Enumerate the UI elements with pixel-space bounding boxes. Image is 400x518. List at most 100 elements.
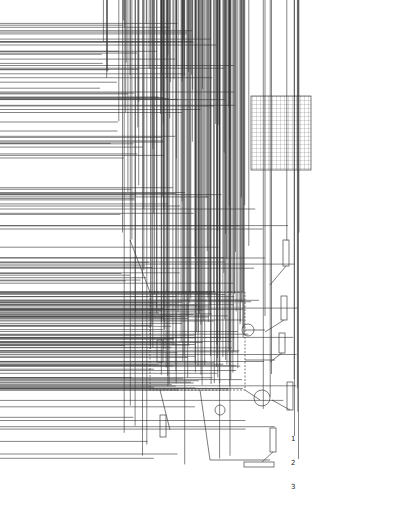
fine-mark xyxy=(0,343,176,344)
fine-mark xyxy=(0,390,229,391)
parts-table xyxy=(251,96,311,170)
fine-mark xyxy=(0,320,242,321)
fine-mark xyxy=(146,0,147,445)
fine-mark xyxy=(0,377,213,378)
fine-mark xyxy=(0,351,238,352)
fine-mark xyxy=(241,0,242,302)
fine-mark xyxy=(173,0,174,79)
fine-mark xyxy=(0,345,190,346)
fine-mark xyxy=(0,382,191,383)
fine-mark xyxy=(192,0,193,142)
fine-mark xyxy=(156,0,157,314)
fine-mark xyxy=(0,93,128,94)
coil-symbol xyxy=(215,405,225,415)
fine-mark xyxy=(0,192,185,193)
fine-mark xyxy=(0,98,169,99)
fine-mark xyxy=(208,0,209,322)
fine-mark xyxy=(0,304,234,305)
fine-mark xyxy=(0,310,204,311)
fine-mark xyxy=(228,0,229,351)
fine-mark xyxy=(0,377,132,378)
fine-mark xyxy=(199,0,200,314)
fine-mark xyxy=(0,262,149,263)
fine-mark xyxy=(0,189,131,190)
fine-mark xyxy=(230,0,231,379)
fine-mark xyxy=(163,0,164,349)
fine-mark xyxy=(0,352,178,353)
fine-mark xyxy=(107,0,108,69)
fine-mark xyxy=(0,310,161,311)
fine-mark xyxy=(0,203,168,204)
speaker-symbol xyxy=(254,390,270,406)
fine-mark xyxy=(0,338,174,339)
fine-mark xyxy=(240,0,241,324)
fine-mark xyxy=(0,265,145,266)
fine-mark xyxy=(0,283,234,284)
fine-mark xyxy=(0,213,194,214)
fine-mark xyxy=(0,258,265,259)
fine-mark xyxy=(122,0,123,233)
fine-mark xyxy=(0,277,146,278)
callout-number: 1 xyxy=(290,436,296,443)
fine-mark xyxy=(215,0,216,124)
fine-mark xyxy=(137,0,138,127)
fine-mark xyxy=(0,309,176,310)
fine-mark xyxy=(0,42,194,43)
fine-mark xyxy=(0,379,242,380)
fine-mark xyxy=(0,293,217,294)
fine-mark xyxy=(162,0,163,197)
fine-mark xyxy=(0,59,175,60)
fine-mark xyxy=(0,272,180,273)
fine-mark xyxy=(161,0,162,322)
fine-mark xyxy=(198,0,199,366)
fine-mark xyxy=(0,73,185,74)
callout-box xyxy=(287,382,293,410)
fine-mark xyxy=(204,0,205,366)
fine-mark xyxy=(226,0,227,259)
fine-mark xyxy=(183,0,184,294)
fine-mark xyxy=(0,342,203,343)
fine-mark xyxy=(195,0,196,372)
fine-mark xyxy=(200,0,201,325)
fine-mark xyxy=(0,315,228,316)
fine-mark xyxy=(0,33,187,34)
fine-mark xyxy=(0,99,225,100)
fine-mark xyxy=(0,362,215,363)
fine-mark xyxy=(0,267,153,268)
fine-mark xyxy=(243,0,244,337)
fine-mark xyxy=(0,187,173,188)
fine-mark xyxy=(0,112,182,113)
fine-mark xyxy=(0,247,219,248)
fine-mark xyxy=(298,0,299,459)
fine-mark xyxy=(0,109,200,110)
fine-mark xyxy=(294,0,295,439)
fine-mark xyxy=(0,41,165,42)
fine-mark xyxy=(143,0,144,270)
fine-mark xyxy=(263,0,264,409)
fine-mark xyxy=(226,0,227,365)
fine-mark xyxy=(0,335,141,336)
fine-mark xyxy=(0,280,126,281)
fine-mark xyxy=(187,0,188,378)
fine-mark xyxy=(0,69,139,70)
fine-mark xyxy=(0,198,135,199)
callout-box xyxy=(244,462,274,467)
fine-mark xyxy=(0,199,135,200)
fine-mark xyxy=(202,0,203,385)
fine-mark xyxy=(233,0,234,352)
fine-mark xyxy=(0,308,297,309)
fine-mark xyxy=(222,0,223,357)
fine-mark xyxy=(230,0,231,295)
fine-mark xyxy=(0,350,239,351)
fine-mark xyxy=(127,0,128,193)
fine-mark xyxy=(107,0,108,72)
fine-mark xyxy=(207,0,208,251)
fine-mark xyxy=(0,321,214,322)
fine-mark xyxy=(0,341,172,342)
fine-mark xyxy=(0,426,275,427)
fine-mark xyxy=(0,337,196,338)
fine-mark xyxy=(223,0,224,273)
fine-mark xyxy=(169,0,170,384)
fine-mark xyxy=(0,294,225,295)
fine-mark xyxy=(0,300,259,301)
